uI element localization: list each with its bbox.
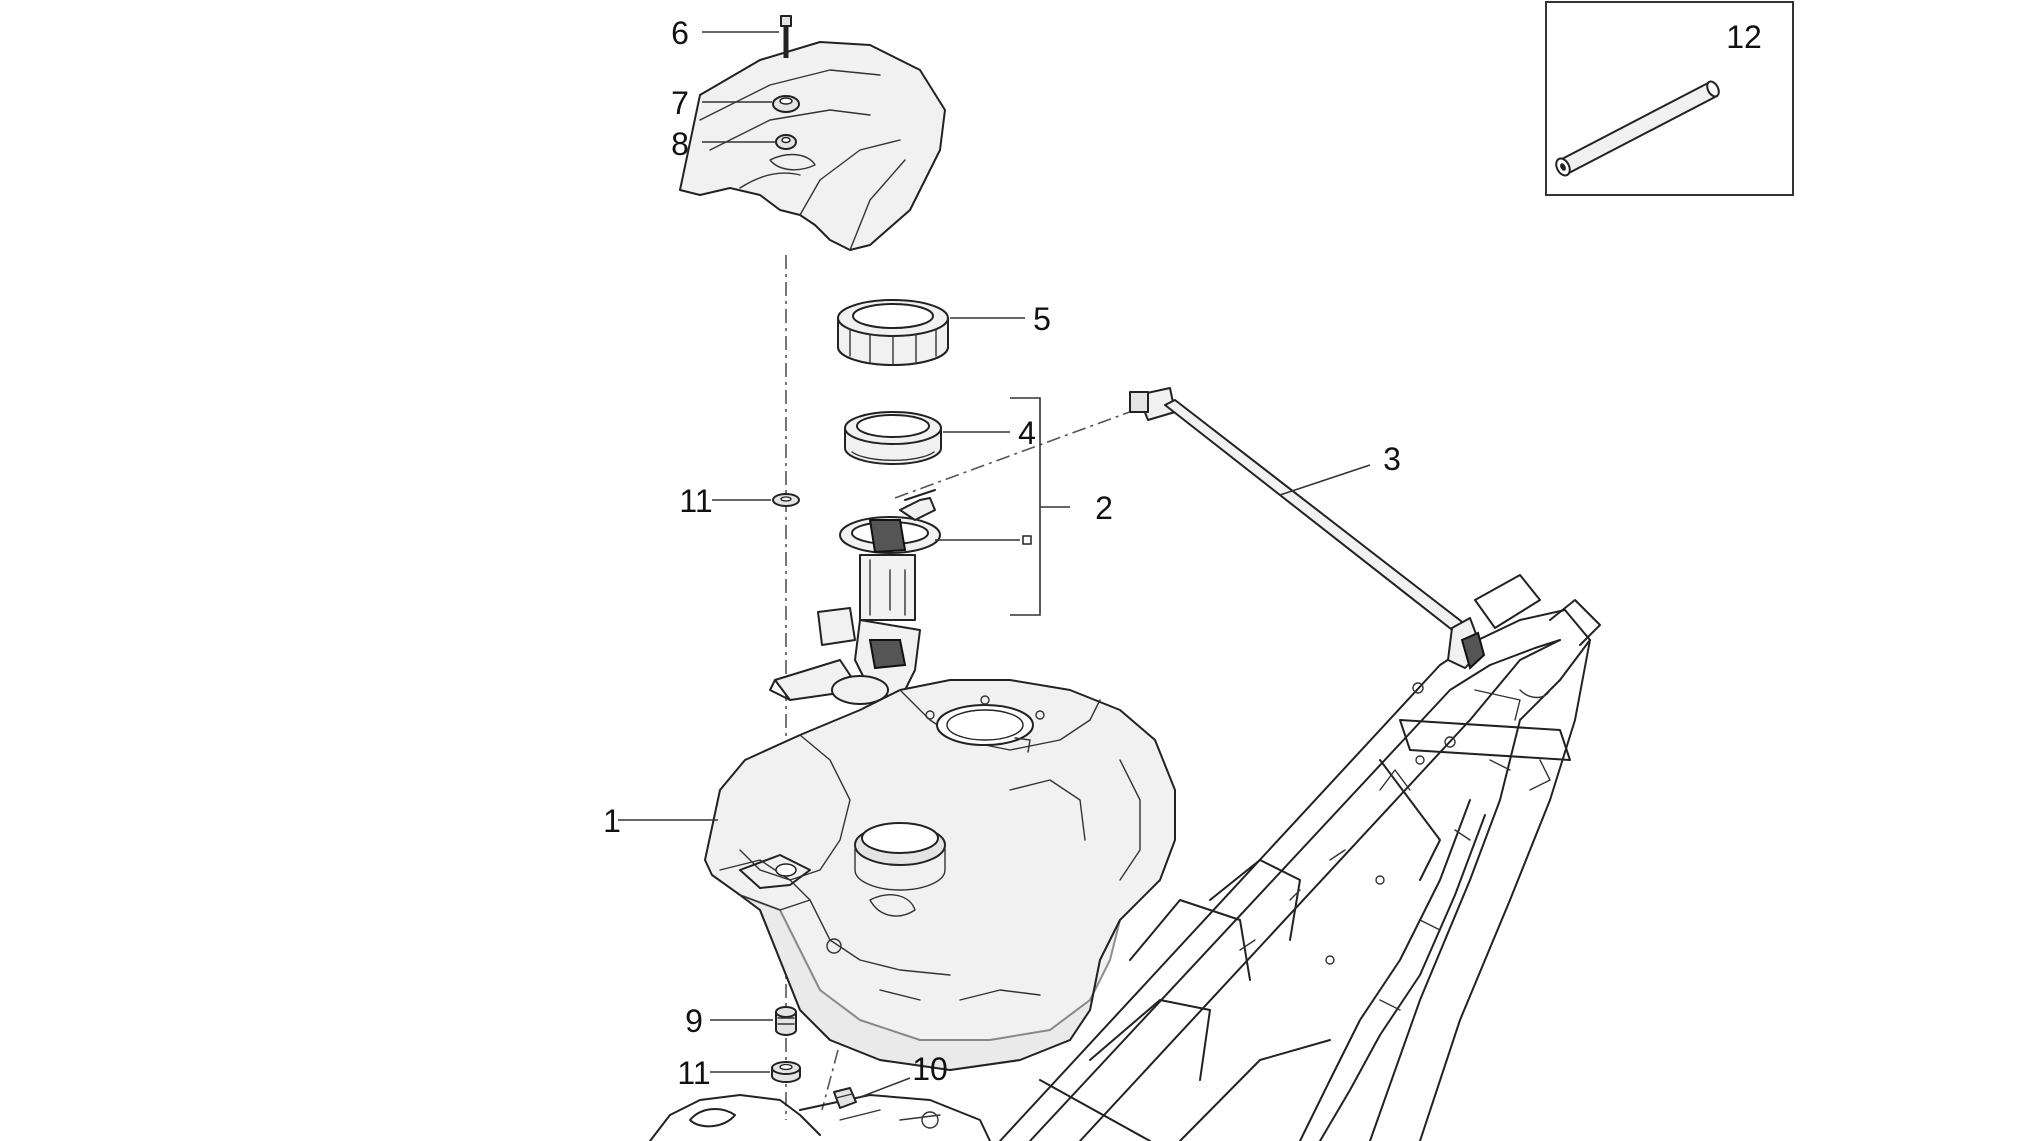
clip-axis: [821, 1049, 839, 1111]
callout-5: 5: [1033, 301, 1051, 337]
fuel-pump-assembly: [769, 489, 1032, 705]
clip-part-10: 10: [833, 1051, 948, 1109]
rear-casting: [649, 1094, 991, 1141]
callout-12: 12: [1726, 19, 1762, 55]
seal-part-4: 4: [844, 411, 1036, 465]
washer-part-7: 7: [671, 85, 800, 121]
chassis-frame: [999, 574, 1601, 1141]
bolt-part-6: 6: [671, 15, 792, 58]
hose-part-12: [1555, 80, 1720, 177]
callout-4: 4: [1018, 415, 1036, 451]
pump-reference-square: [1022, 535, 1032, 545]
callout-8: 8: [671, 126, 689, 162]
bracket-part-2: 2: [1010, 397, 1113, 616]
callout-3: 3: [1383, 441, 1401, 477]
callout-6: 6: [671, 15, 689, 51]
callout-9: 9: [685, 1003, 703, 1039]
ring-nut-part-5: 5: [837, 299, 1051, 366]
rubber-mount-part-9: 9: [685, 1003, 797, 1039]
fuel-line-axis: [894, 409, 1136, 499]
callout-2: 2: [1095, 490, 1113, 526]
callout-10: 10: [912, 1051, 948, 1087]
fuel-hose-part-3: 3: [1129, 387, 1486, 670]
inset-box-part-12: 12: [1545, 1, 1794, 196]
callout-11-lower: 11: [677, 1055, 710, 1091]
callout-11-upper: 11: [679, 483, 712, 519]
grommet-part-8: 8: [671, 126, 797, 162]
callout-1: 1: [603, 803, 621, 839]
callout-7: 7: [671, 85, 689, 121]
washer-part-11-upper: 11: [679, 483, 800, 519]
fuel-tank-part-1: 1: [603, 679, 1176, 1071]
top-cover: [679, 41, 946, 251]
washer-part-11-lower: 11: [677, 1055, 801, 1091]
